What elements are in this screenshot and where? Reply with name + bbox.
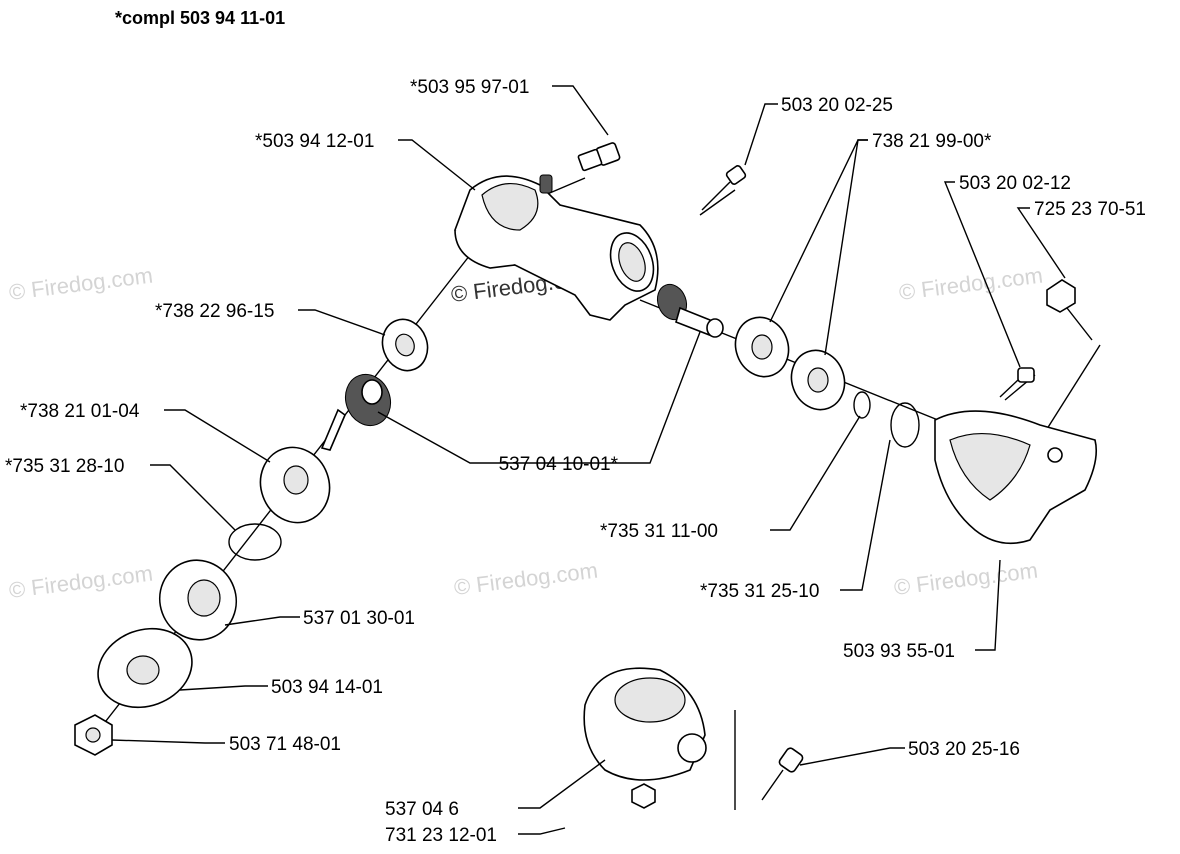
screw-503-20-02-25 xyxy=(701,165,747,211)
cover-503-93-55-01 xyxy=(934,410,1098,545)
watermark-3: © Firedog.com xyxy=(8,561,155,603)
label-p4: 738 21 99-00* xyxy=(872,131,992,152)
label-p11: *735 31 11-00 xyxy=(600,521,718,542)
gear-housing xyxy=(454,174,659,321)
bearing-738-22-96-15 xyxy=(381,318,429,372)
label-p7: *738 22 96-15 xyxy=(155,301,274,322)
label-p3: *503 94 12-01 xyxy=(255,131,374,152)
label-p12: *735 31 25-10 xyxy=(700,581,819,602)
label-p18: 537 04 6 xyxy=(385,799,459,820)
bevel-gear-left xyxy=(320,373,392,451)
label-p10: *735 31 28-10 xyxy=(5,456,124,477)
watermark-1: © Firedog.com xyxy=(8,263,155,305)
label-p5: 503 20 02-12 xyxy=(959,173,1071,194)
watermark-2: © Firedog.com xyxy=(898,263,1045,305)
label-p1: *503 95 97-01 xyxy=(410,77,529,98)
nut-503-71-48-01 xyxy=(74,714,113,756)
bearing-738-21-99-00-a xyxy=(734,316,790,378)
label-p6: 725 23 70-51 xyxy=(1034,199,1146,220)
watermark-4: © Firedog.com xyxy=(453,558,600,600)
label-p9: 537 04 10-01* xyxy=(499,454,619,475)
part-labels: *503 95 97-01 503 20 02-25 *503 94 12-01… xyxy=(5,77,1146,846)
washer-503-94-14-01 xyxy=(97,627,193,709)
circlip-735-31-25-10 xyxy=(890,402,920,448)
leader-lines xyxy=(111,85,1066,835)
watermark-5: © Firedog.com xyxy=(893,558,1040,600)
screw-503-20-02-12 xyxy=(999,367,1035,398)
assembly-title: *compl 503 94 11-01 xyxy=(115,8,285,28)
flange-537-01-30-01 xyxy=(158,559,238,641)
label-p14: 503 93 55-01 xyxy=(843,641,955,662)
screw-503-20-25-16 xyxy=(761,747,804,801)
bearing-738-21-01-04 xyxy=(259,446,331,524)
bearing-738-21-99-00-b xyxy=(790,349,846,411)
bolt-725-23-70-51 xyxy=(1046,279,1093,341)
clamp xyxy=(583,667,736,810)
label-p2: 503 20 02-25 xyxy=(781,95,893,116)
circlip-735-31-28-10 xyxy=(228,523,282,561)
label-p8: *738 21 01-04 xyxy=(20,401,140,422)
label-p19: 731 23 12-01 xyxy=(385,825,497,846)
circlip-735-31-11-00 xyxy=(853,391,871,419)
nut-731-23-12-01 xyxy=(631,783,656,809)
label-p15: 503 94 14-01 xyxy=(271,677,383,698)
label-p13: 537 01 30-01 xyxy=(303,608,415,629)
pinion-right xyxy=(656,283,724,338)
label-p17: 503 20 25-16 xyxy=(908,739,1020,760)
screw-503-95-97-01 xyxy=(577,142,621,172)
label-p16: 503 71 48-01 xyxy=(229,734,341,755)
